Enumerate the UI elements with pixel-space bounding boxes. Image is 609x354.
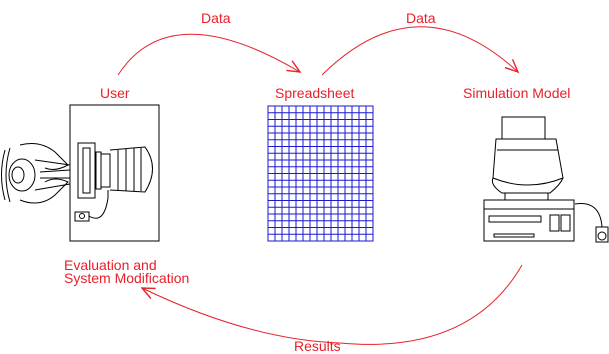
results-label: Results (294, 338, 341, 354)
user-label: User (100, 85, 130, 101)
data-arrow-user-to-spreadsheet (117, 33, 300, 76)
simulation-model-label: Simulation Model (463, 85, 571, 101)
evaluation-label-line2: System Modification (64, 270, 190, 286)
data-label-1: Data (201, 10, 231, 26)
spreadsheet-grid (267, 105, 374, 242)
computer-illustration (483, 116, 609, 243)
data-arrow-spreadsheet-to-simulation (321, 26, 518, 76)
user-illustration (1, 104, 160, 242)
spreadsheet-label: Spreadsheet (275, 85, 355, 101)
evaluation-label-line1: Evaluation and (64, 257, 157, 273)
data-label-2: Data (406, 10, 436, 26)
results-arrow-simulation-to-evaluation (142, 264, 523, 345)
